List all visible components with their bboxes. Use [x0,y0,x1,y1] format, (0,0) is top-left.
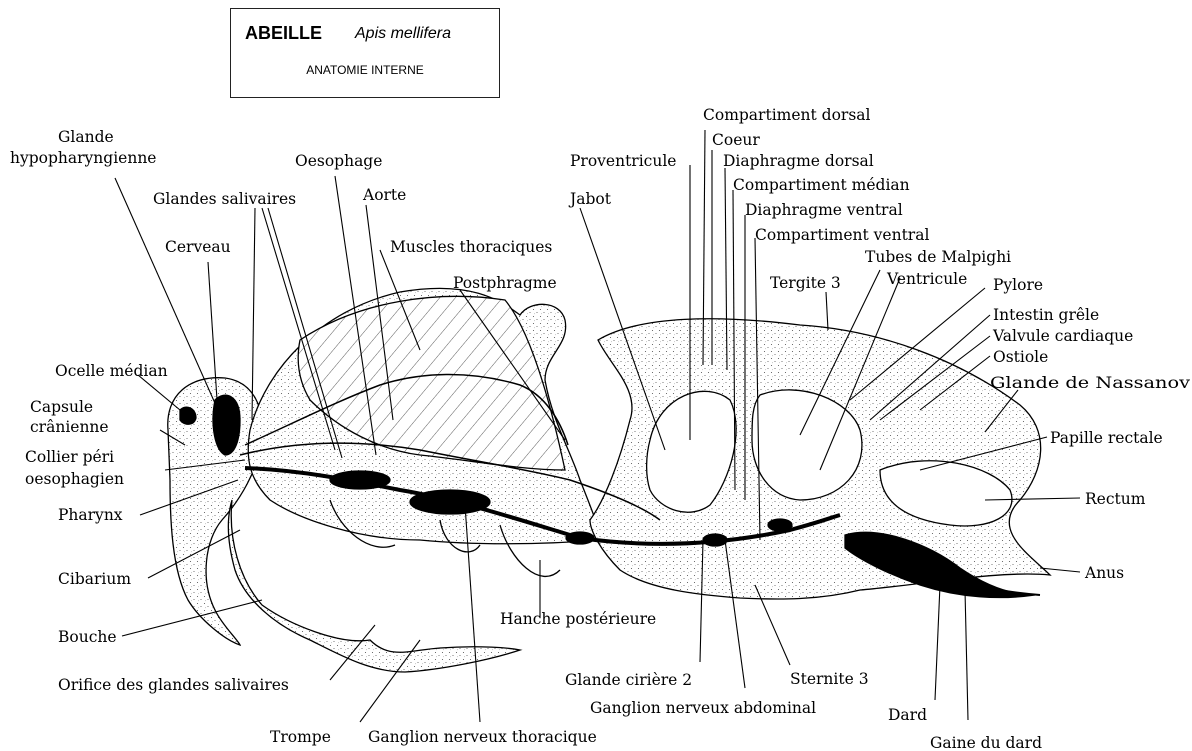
label-collier-1: Collier péri [25,448,114,466]
label-hanche: Hanche postérieure [500,610,656,628]
label-proventricule: Proventricule [570,152,676,170]
label-glande-ciriere: Glande cirière 2 [565,671,692,689]
label-anus: Anus [1084,564,1124,582]
label-diaphragme-dorsal: Diaphragme dorsal [723,152,874,170]
label-oesophage: Oesophage [295,152,382,170]
label-papille-rectale: Papille rectale [1050,429,1163,447]
label-ventricule: Ventricule [886,270,967,288]
thoracic-ganglion-1 [330,471,390,489]
label-glande-nassanov: Glande de Nassanov [990,374,1190,392]
label-muscles-thoraciques: Muscles thoraciques [390,238,552,256]
label-pharynx: Pharynx [58,506,123,524]
label-diaphragme-ventral: Diaphragme ventral [745,201,903,219]
abdominal-ganglion-3 [768,519,792,531]
label-intestin-grele: Intestin grêle [993,306,1099,324]
label-compartiment-median: Compartiment médian [733,176,910,194]
label-dard: Dard [888,706,927,724]
label-collier-2: oesophagien [25,470,124,488]
label-glande-hypo-1: Glande [58,128,114,146]
abdominal-ganglion-1 [566,532,594,544]
label-ganglion-thoracique: Ganglion nerveux thoracique [368,728,597,746]
label-postphragme: Postphragme [453,274,557,292]
label-trompe: Trompe [270,728,331,746]
label-aorte: Aorte [362,186,406,204]
abdominal-ganglion-2 [703,534,727,546]
label-bouche: Bouche [58,628,117,646]
label-ostiole: Ostiole [993,348,1048,366]
label-glande-hypo-2: hypopharyngienne [10,149,156,167]
label-cibarium: Cibarium [58,570,131,588]
label-ocelle-median: Ocelle médian [55,362,168,380]
label-capsule-2: crânienne [30,418,109,436]
label-coeur: Coeur [712,131,760,149]
label-jabot: Jabot [568,190,612,208]
label-tubes-malpighi: Tubes de Malpighi [865,248,1011,266]
ocellus [180,407,196,424]
label-tergite-3: Tergite 3 [770,274,841,292]
label-cerveau: Cerveau [165,238,231,256]
label-valvule-cardiaque: Valvule cardiaque [992,327,1133,345]
label-gaine-dard: Gaine du dard [930,734,1042,751]
label-orifice: Orifice des glandes salivaires [58,676,289,694]
label-glandes-salivaires: Glandes salivaires [153,190,296,208]
label-compartiment-dorsal: Compartiment dorsal [703,106,871,124]
label-rectum: Rectum [1085,490,1146,508]
label-ganglion-abdominal: Ganglion nerveux abdominal [590,699,816,717]
thoracic-ganglion-2 [410,490,490,514]
label-pylore: Pylore [993,276,1043,294]
label-sternite-3: Sternite 3 [790,670,869,688]
label-compartiment-ventral: Compartiment ventral [755,226,929,244]
label-capsule-1: Capsule [30,398,93,416]
